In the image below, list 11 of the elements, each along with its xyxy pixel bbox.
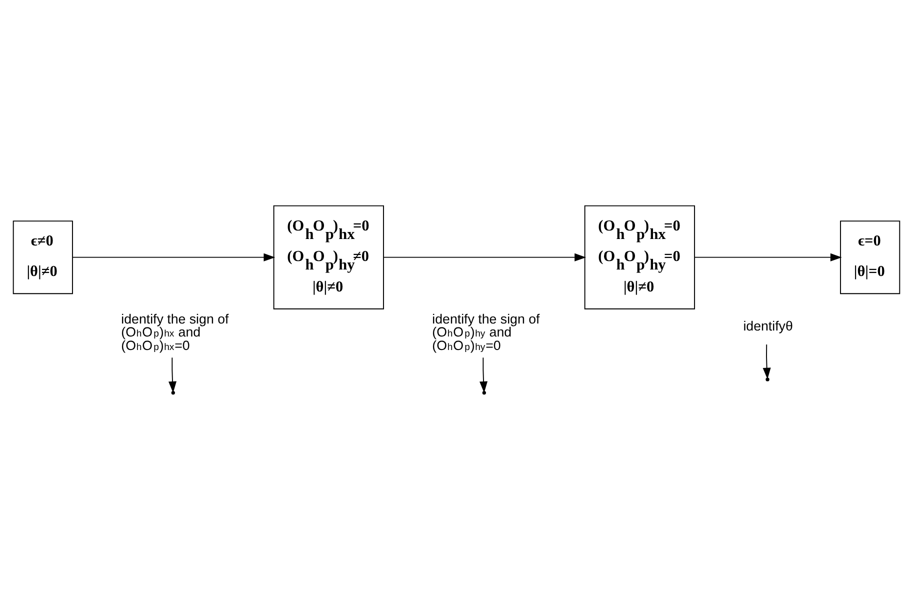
arrow xyxy=(383,252,586,261)
arrow xyxy=(762,343,771,379)
node-text: identify the sign of (OhOp)hy and (OhOp)hy=0 xyxy=(432,310,540,353)
node-box: ϵ=0 |θ|=0 xyxy=(840,220,900,294)
arrow xyxy=(694,252,842,261)
node-text: identify the sign of (OhOp)hx and (OhOp)hx=0 xyxy=(121,310,229,353)
node-box: ϵ≠0 |θ|≠0 xyxy=(12,220,73,294)
arrow xyxy=(72,252,276,261)
arrow xyxy=(168,356,177,392)
arrow xyxy=(480,356,488,392)
node-text: identifyθ xyxy=(743,318,793,334)
